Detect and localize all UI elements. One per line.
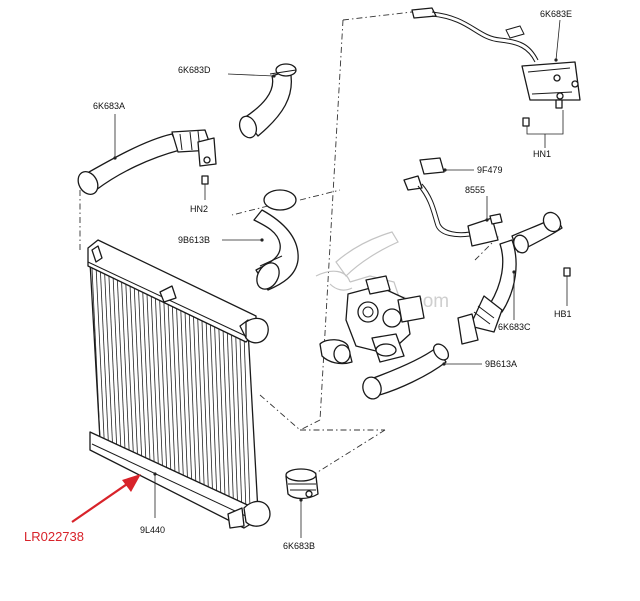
radiator-fin-line (188, 310, 197, 483)
callout-9b613a: 9B613A (485, 359, 517, 369)
part-number-label: LR022738 (24, 529, 84, 544)
radiator-fin-line (125, 282, 134, 454)
radiator-fin-line (167, 300, 176, 474)
radiator-fin-line (129, 284, 138, 456)
part-number-arrow (71, 474, 141, 523)
callout-hn2: HN2 (190, 204, 208, 214)
throttle-valve-assembly (319, 275, 425, 365)
radiator-fin-line (184, 308, 193, 481)
radiator-fin-line (218, 322, 226, 497)
callout-leaders (113, 19, 568, 538)
hose-6k683b (285, 468, 319, 500)
radiator-fin-line (91, 267, 101, 439)
callout-9l440: 9L440 (140, 525, 165, 535)
radiator-fin-line (95, 269, 105, 440)
radiator-fin-line (201, 315, 209, 489)
radiator-fin-line (180, 306, 188, 479)
radiator-fin-line (163, 299, 172, 472)
radiator-fin-line (138, 288, 147, 460)
callout-6k683c: 6K683C (498, 322, 531, 332)
radiator-fin-line (104, 273, 113, 444)
radiator-fin-line (222, 324, 230, 499)
callout-6k683b: 6K683B (283, 541, 315, 551)
hose-6k683a (77, 129, 217, 195)
callout-hn1: HN1 (533, 149, 551, 159)
radiator-fin-line (239, 332, 247, 507)
hose-9b613a (362, 343, 450, 400)
callout-6k683a: 6K683A (93, 101, 125, 111)
radiator-fin-line (133, 286, 143, 458)
hose-6k683c (457, 211, 571, 345)
callout-9f479: 9F479 (477, 165, 503, 175)
callout-6k683e: 6K683E (540, 9, 572, 19)
radiator-fin-line (121, 280, 130, 452)
radiator-fin-line (171, 302, 180, 475)
radiator-fin-line (150, 293, 159, 466)
radiator-fin-line (235, 330, 243, 505)
radiator-fin-line (192, 311, 201, 485)
radiator-fin-line (146, 291, 155, 464)
radiator-fin-line (214, 321, 222, 495)
radiator-fin-line (100, 271, 109, 442)
callout-6k683d: 6K683D (178, 65, 211, 75)
radiator-fins (91, 267, 251, 509)
hose-6k683d (238, 63, 297, 139)
radiator-fin-line (159, 297, 168, 470)
radiator-fin-line (209, 319, 218, 493)
callout-hb1: HB1 (554, 309, 572, 319)
radiator-fin-line (116, 278, 126, 450)
intercooler-radiator (87, 239, 271, 529)
radiator-fin-line (230, 328, 238, 503)
pipe-assembly-8555 (403, 157, 503, 247)
callout-9b613b: 9B613B (178, 235, 210, 245)
radiator-fin-line (197, 313, 205, 487)
pipe-6k683e (411, 7, 581, 127)
radiator-fin-line (108, 275, 118, 446)
radiator-fin-line (205, 317, 213, 491)
hose-9b613b (253, 189, 299, 291)
radiator-fin-line (176, 304, 184, 477)
radiator-fin-line (142, 289, 151, 462)
radiator-fin-line (226, 326, 234, 501)
radiator-fin-line (154, 295, 163, 468)
callout-8555: 8555 (465, 185, 485, 195)
radiator-fin-line (112, 277, 122, 448)
radiator-fin-line (243, 333, 251, 509)
